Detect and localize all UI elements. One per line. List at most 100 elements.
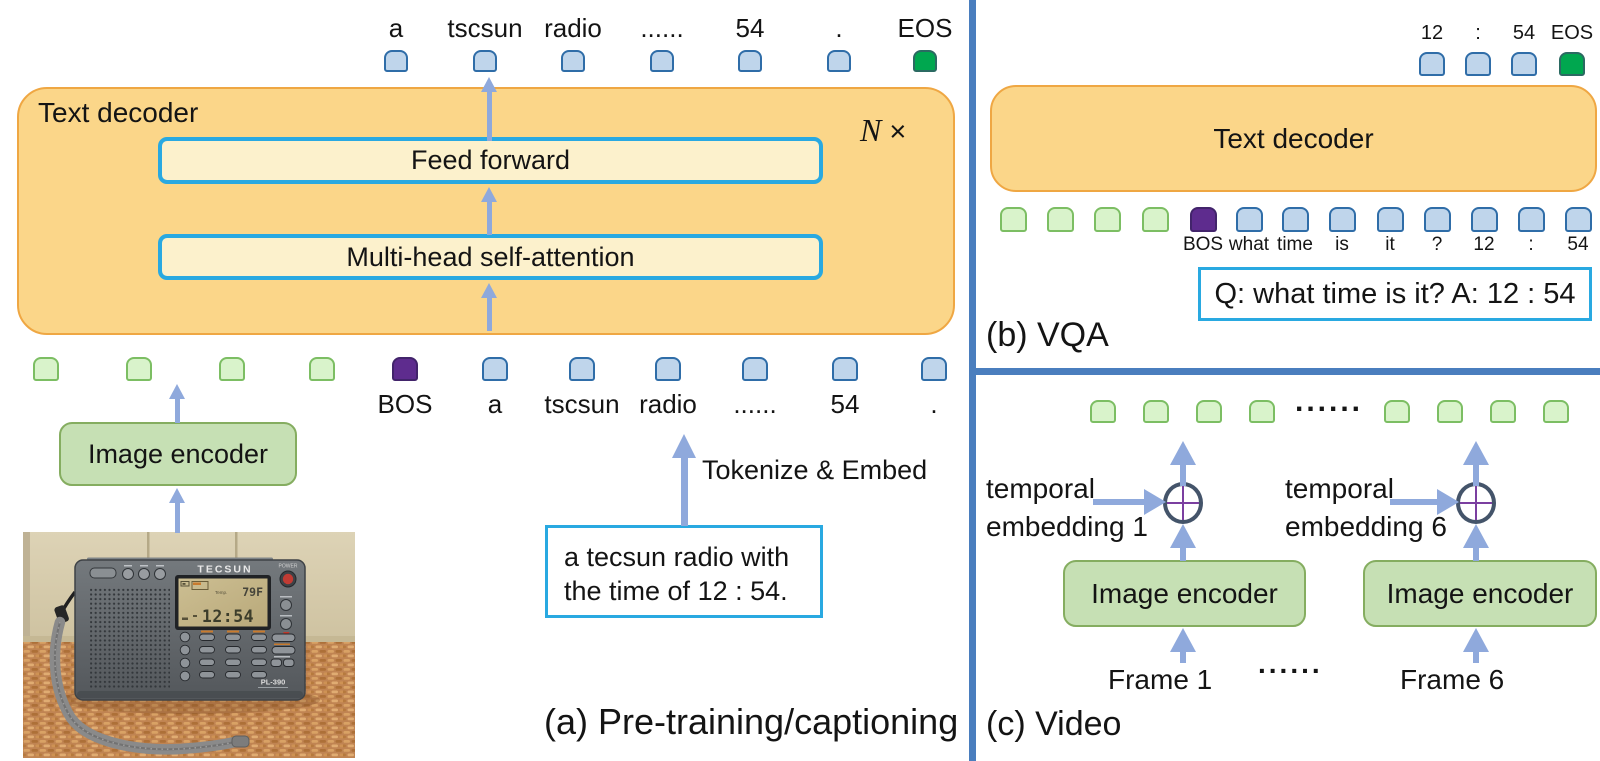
blue-token [1465,52,1491,76]
image-encoder-box-c1: Image encoder [1063,560,1306,627]
text-decoder-label-a: Text decoder [38,97,199,128]
blue-token [832,357,858,381]
frame-1-label: Frame 1 [1108,664,1213,695]
vertical-divider [969,0,976,761]
blue-token [569,357,595,381]
caption-line-1: a tecsun radio with [564,542,790,572]
temporal-embedding-1-label: temporal embedding 1 [986,473,1148,542]
token-label: 12 [1473,234,1495,255]
green-token [1437,400,1463,423]
purple-token [392,357,418,381]
arrow-up [1463,628,1489,663]
self-attention-label: Multi-head self-attention [346,241,635,272]
image-encoder-box-c2: Image encoder [1363,560,1597,627]
arrow-up [168,384,186,423]
token-label: ...... [733,389,777,419]
green-token [126,357,152,381]
green-token [1046,207,1074,232]
token-label: radio [639,389,697,419]
token-label: time [1277,234,1313,255]
arrow-up [1170,441,1196,486]
panel-a-caption: (a) Pre-training/captioning [544,701,959,742]
repeat-count-label: N × [860,112,907,148]
image-encoder-label-c1: Image encoder [1091,577,1278,609]
token-label: 54 [830,389,860,419]
blue-token [1419,52,1445,76]
blue-token [1564,207,1592,232]
token-label: 54 [735,13,765,43]
blue-token [742,357,768,381]
token-label: 54 [1512,22,1536,44]
blue-token [1281,207,1309,232]
arrow-right [1093,489,1166,515]
token-label: BOS [1182,234,1224,255]
radio-speaker [90,587,170,688]
blue-token [1470,207,1498,232]
blue-token [1328,207,1356,232]
green-token [1196,400,1222,423]
token-label: it [1385,234,1395,255]
frame-dots: ...... [1258,648,1323,679]
feed-forward-box: Feed forward [158,137,823,184]
token-label: EOS [1550,22,1594,44]
arrow-right [1390,489,1459,515]
radio-temp-caption: Temp. [215,590,227,595]
arrow-up [1463,441,1489,486]
blue-token [482,357,508,381]
arrow-up [1170,524,1196,561]
blue-token [1376,207,1404,232]
token-label: . [930,389,938,419]
token-label: tscsun [447,13,523,43]
arrow-up [480,77,498,141]
blue-token [650,50,674,72]
green-token [999,207,1027,232]
green-token [309,357,335,381]
green-token [33,357,59,381]
token-label: a [487,389,503,419]
radio-model: PL-390 [261,678,286,687]
token-label: : [1475,22,1481,44]
token-label: 54 [1567,234,1589,255]
radio-temp-reading: 79F [242,585,263,599]
blue-token [473,50,497,72]
arrow-up [1463,524,1489,561]
token-label: what [1228,234,1270,255]
green-token [1490,400,1516,423]
blue-token [1517,207,1545,232]
green-token [1249,400,1275,423]
add-circle-1 [1163,482,1203,524]
caption-text-box: a tecsun radio with the time of 12 : 54. [545,525,823,618]
tokenize-embed-label: Tokenize & Embed [702,455,928,485]
radio-keypad [179,630,296,682]
green-token [1384,400,1410,423]
token-label: 12 [1420,22,1444,44]
blue-token [1423,207,1451,232]
text-decoder-label-b: Text decoder [1213,122,1374,154]
panel-b-caption: (b) VQA [986,316,1109,354]
arrow-up [1170,628,1196,663]
blue-token [655,357,681,381]
token-label: : [1528,234,1534,255]
frame-6-label: Frame 6 [1400,664,1505,695]
image-encoder-label-c2: Image encoder [1386,577,1574,609]
green-token [1090,400,1116,423]
radio-strap [49,590,250,755]
text-decoder-box-b: Text decoder [990,85,1597,192]
panel-c-caption: (c) Video [986,705,1122,743]
token-label: tscsun [544,389,620,419]
token-label: ...... [640,13,684,43]
horizontal-divider [976,368,1600,375]
arrow-up [480,187,498,235]
blue-token [921,357,947,381]
self-attention-box: Multi-head self-attention [158,234,823,280]
purple-token [1189,207,1217,232]
token-label: EOS [897,13,953,43]
green-token [1543,400,1569,423]
add-circle-2 [1456,482,1496,524]
arrow-up [672,434,696,526]
feed-forward-label: Feed forward [410,145,571,175]
caption-line-2: the time of 12 : 54. [564,576,788,606]
green-token [1093,207,1121,232]
token-label: radio [544,13,602,43]
